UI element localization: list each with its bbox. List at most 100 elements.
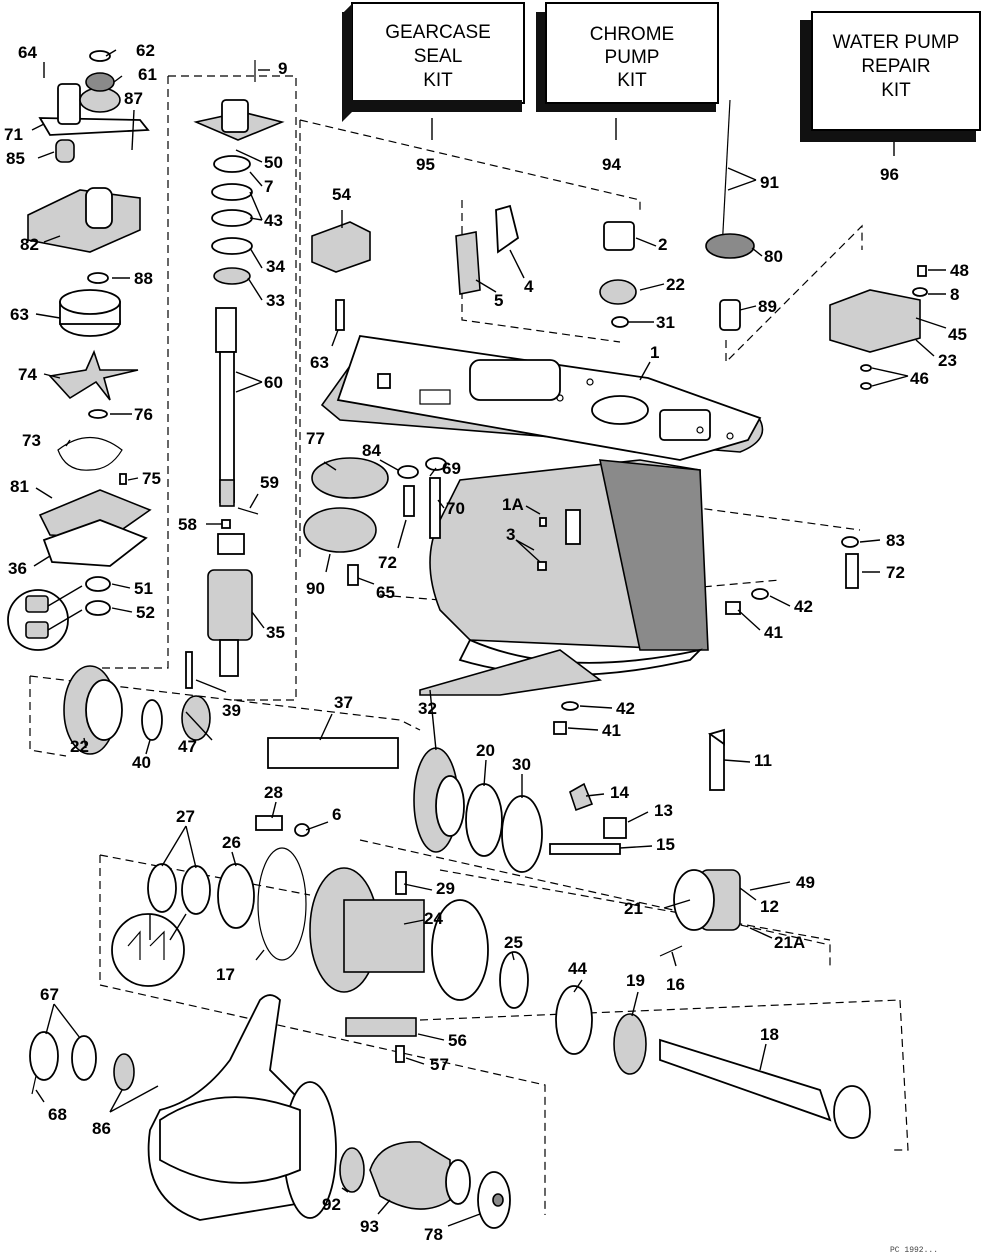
callout-1A: 1A xyxy=(502,495,524,514)
callout-81: 81 xyxy=(10,477,29,496)
callout-40: 40 xyxy=(132,753,151,772)
callout-65: 65 xyxy=(376,583,395,602)
gearcase-housing xyxy=(320,335,764,696)
driveshaft-parts xyxy=(185,60,285,689)
callout-45: 45 xyxy=(948,325,967,344)
callout-25: 25 xyxy=(504,933,523,952)
center-top-parts xyxy=(311,99,928,390)
kit-94-line-3: KIT xyxy=(617,70,647,91)
callout-47: 47 xyxy=(178,737,197,756)
callout-93: 93 xyxy=(360,1217,379,1236)
callout-50: 50 xyxy=(264,153,283,172)
callout-76: 76 xyxy=(134,405,153,424)
callout-56: 56 xyxy=(448,1031,467,1050)
callout-32: 32 xyxy=(418,699,437,718)
callout-14: 14 xyxy=(610,783,629,802)
callout-42-upper: 42 xyxy=(794,597,813,616)
callout-68: 68 xyxy=(48,1105,67,1124)
callout-34: 34 xyxy=(266,257,285,276)
leader-lines xyxy=(31,49,947,1227)
kit-95-line-3: KIT xyxy=(423,70,453,91)
callout-44: 44 xyxy=(568,959,587,978)
callout-72-right: 72 xyxy=(886,563,905,582)
callout-82: 82 xyxy=(20,235,39,254)
dashed-group-lines xyxy=(29,75,909,1215)
callout-63-mid: 63 xyxy=(310,353,329,372)
callout-58: 58 xyxy=(178,515,197,534)
callout-18: 18 xyxy=(760,1025,779,1044)
callout-22-bottom: 22 xyxy=(70,737,89,756)
callout-73: 73 xyxy=(22,431,41,450)
callout-21: 21 xyxy=(624,899,643,918)
kit-box-chrome-pump: CHROME PUMP KIT xyxy=(536,2,719,112)
callout-37: 37 xyxy=(334,693,353,712)
watermark-code: PC 1992... xyxy=(890,1246,938,1255)
callout-2: 2 xyxy=(658,235,667,254)
callout-87: 87 xyxy=(124,89,143,108)
callout-57: 57 xyxy=(430,1055,449,1074)
callout-19: 19 xyxy=(626,971,645,990)
callout-69: 69 xyxy=(442,459,461,478)
callout-7: 7 xyxy=(264,177,273,196)
callout-43: 43 xyxy=(264,211,283,230)
callout-21A: 21A xyxy=(774,933,805,952)
callout-30: 30 xyxy=(512,755,531,774)
callout-52: 52 xyxy=(136,603,155,622)
callout-64: 64 xyxy=(18,43,37,62)
callout-71: 71 xyxy=(4,125,23,144)
callout-89: 89 xyxy=(758,297,777,316)
callout-85: 85 xyxy=(6,149,25,168)
callout-61: 61 xyxy=(138,65,157,84)
callout-42-lower: 42 xyxy=(616,699,635,718)
callout-20: 20 xyxy=(476,741,495,760)
callout-33: 33 xyxy=(266,291,285,310)
callout-72-mid: 72 xyxy=(378,553,397,572)
callout-54: 54 xyxy=(332,185,351,204)
callout-74: 74 xyxy=(18,365,37,384)
callout-80: 80 xyxy=(764,247,783,266)
kit-96-line-1: WATER PUMP xyxy=(833,32,960,53)
callout-9: 9 xyxy=(278,59,287,78)
callout-numbers: 64 62 61 9 87 71 85 50 7 43 34 33 82 88 … xyxy=(4,41,969,1244)
callout-8: 8 xyxy=(950,285,959,304)
callout-13: 13 xyxy=(654,801,673,820)
callout-12: 12 xyxy=(760,897,779,916)
callout-95: 95 xyxy=(416,155,435,174)
callout-5: 5 xyxy=(494,291,503,310)
callout-22-top: 22 xyxy=(666,275,685,294)
callout-36: 36 xyxy=(8,559,27,578)
callout-26: 26 xyxy=(222,833,241,852)
callout-41-lower: 41 xyxy=(602,721,621,740)
callout-75: 75 xyxy=(142,469,161,488)
callout-86: 86 xyxy=(92,1119,111,1138)
callout-70: 70 xyxy=(446,499,465,518)
kit-96-line-3: KIT xyxy=(881,80,911,101)
callout-23: 23 xyxy=(938,351,957,370)
callout-59: 59 xyxy=(260,473,279,492)
callout-27: 27 xyxy=(176,807,195,826)
callout-78: 78 xyxy=(424,1225,443,1244)
callout-92: 92 xyxy=(322,1195,341,1214)
callout-91: 91 xyxy=(760,173,779,192)
callout-88: 88 xyxy=(134,269,153,288)
callout-48: 48 xyxy=(950,261,969,280)
callout-1: 1 xyxy=(650,343,659,362)
callout-96: 96 xyxy=(880,165,899,184)
callout-83: 83 xyxy=(886,531,905,550)
callout-46: 46 xyxy=(910,369,929,388)
water-pump-parts xyxy=(7,50,152,651)
callout-3: 3 xyxy=(506,525,515,544)
propeller-parts xyxy=(29,994,511,1229)
callout-39: 39 xyxy=(222,701,241,720)
callout-4: 4 xyxy=(524,277,534,296)
callout-29: 29 xyxy=(436,879,455,898)
gear-parts xyxy=(63,665,871,1139)
callout-24: 24 xyxy=(424,909,443,928)
callout-63-left: 63 xyxy=(10,305,29,324)
callout-77: 77 xyxy=(306,429,325,448)
callout-28: 28 xyxy=(264,783,283,802)
callout-41-upper: 41 xyxy=(764,623,783,642)
callout-67: 67 xyxy=(40,985,59,1004)
kit-95-line-1: GEARCASE xyxy=(385,22,491,43)
